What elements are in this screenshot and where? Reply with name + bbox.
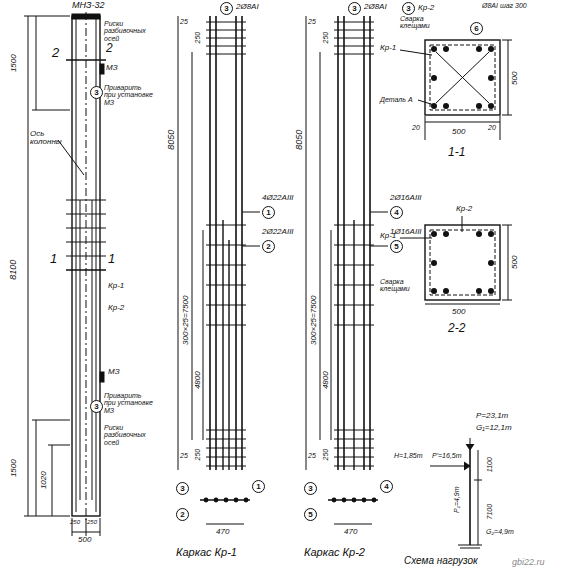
label-text: 2Ø8АI — [364, 3, 387, 11]
callout-number: 5 — [304, 508, 317, 521]
label-text: МНЗ-32 — [72, 1, 105, 10]
label-text: 470 — [216, 528, 229, 536]
dimension-text: 1500 — [10, 54, 18, 72]
label-text: P'=16,5т — [432, 452, 462, 459]
dimension-text: 7100 — [486, 504, 493, 520]
dimension-text: 1100 — [486, 457, 493, 472]
cage-kr1 — [178, 16, 260, 524]
label-text: 20 — [488, 124, 496, 131]
dimension-text: 300×25=7500 — [310, 295, 318, 344]
label-text: 500 — [78, 536, 91, 544]
callout-number: 3 — [176, 482, 189, 495]
label-text: 25 — [180, 18, 188, 25]
label-text: Каркас Кр-1 — [176, 547, 237, 559]
label-text: Каркас Кр-2 — [304, 547, 365, 559]
note-text: Ø8АI шаг 300 — [482, 2, 542, 9]
callout-number: 4 — [390, 206, 403, 219]
label-text: 2Ø22АIII — [262, 228, 294, 236]
dimension-text: Р₁=4,9т — [452, 487, 459, 514]
callout-number: 3 — [220, 2, 233, 15]
label-text: 4Ø22АIII — [262, 194, 294, 202]
column-elevation — [24, 12, 106, 536]
dimension-text: 4800 — [322, 371, 330, 389]
dimension-text: 500 — [512, 255, 520, 268]
dimension-text: 8100 — [9, 260, 18, 280]
label-text: Кр-2 — [456, 205, 472, 213]
label-text: МЗ — [108, 368, 120, 376]
label-text: Схема нагрузок — [404, 556, 478, 567]
label-text: 250 — [70, 519, 80, 525]
dimension-text: 500 — [512, 71, 520, 84]
label-text: Кр-1 — [380, 44, 396, 52]
label-text: 25 — [308, 452, 316, 459]
label-text: Кр-1 — [380, 232, 396, 240]
label-text: 2Ø8АI — [236, 3, 259, 11]
label-text: Кр-2 — [108, 304, 124, 312]
dimension-text: 4800 — [194, 371, 202, 389]
stirrups — [66, 22, 374, 466]
callout-number: 3 — [90, 400, 103, 413]
note-text: Риски разбивочных осей — [104, 424, 158, 446]
callout-number: 4 — [380, 480, 393, 493]
label-text: 1-1 — [448, 146, 465, 159]
note-text: Ось колонны — [30, 130, 62, 147]
callout-number: 1 — [252, 480, 265, 493]
label-text: 500 — [452, 128, 465, 136]
label-text: 250 — [87, 519, 97, 525]
dimension-text: 250 — [194, 32, 201, 44]
dimension-text: 250 — [322, 449, 329, 461]
note-text: Сварка клещами — [400, 15, 446, 30]
label-text: G₁=12,1т — [476, 424, 512, 432]
label-text: Кр-1 — [108, 282, 124, 290]
label-text: 2 — [52, 46, 59, 60]
callout-number: 2 — [176, 508, 189, 521]
label-text: МЗ — [106, 64, 118, 72]
label-text: 2-2 — [448, 322, 465, 335]
callout-number: 2 — [262, 240, 275, 253]
dimension-text: 8050 — [167, 130, 176, 150]
callout-number: 3 — [348, 2, 361, 15]
label-text: 1 — [50, 252, 57, 266]
note-text: Риски разбивочных осей — [104, 20, 158, 42]
callout-number: 5 — [390, 240, 403, 253]
dimension-text: 250 — [194, 449, 201, 461]
dimension-text: 300×25=7500 — [182, 295, 190, 344]
label-text: P=23,1т — [476, 412, 508, 420]
label-text: 20 — [412, 124, 420, 131]
callout-number: 3 — [402, 2, 415, 15]
label-text: 25 — [308, 18, 316, 25]
note-text: Приварить при установке МЗ — [104, 84, 154, 106]
callout-number: 3 — [90, 86, 103, 99]
load-scheme — [430, 438, 482, 548]
cage-kr2 — [306, 16, 388, 524]
callout-number: 1 — [262, 206, 275, 219]
note-text: Сварка клещами — [380, 278, 422, 293]
label-text: Кр-2 — [418, 4, 434, 12]
label-text: 1 — [108, 252, 115, 266]
label-text: 2Ø16АIII — [390, 194, 422, 202]
label-text: gbi22.ru — [512, 558, 545, 567]
dimension-text: 1500 — [10, 459, 18, 477]
note-text: Деталь А — [380, 96, 422, 103]
label-text: G₂=4,9т — [486, 528, 514, 535]
note-text: Приварить при установке МЗ — [104, 392, 154, 414]
label-text: 25 — [180, 452, 188, 459]
dimension-text: 250 — [322, 32, 329, 44]
dimension-text: 1020 — [40, 471, 48, 489]
callout-number: 6 — [470, 22, 483, 35]
label-text: 500 — [452, 308, 465, 316]
label-text: 2 — [106, 42, 113, 55]
label-text: Н=1,85т — [394, 452, 423, 459]
rebar-dots — [204, 46, 494, 502]
section-1-1 — [400, 40, 512, 140]
dimension-text: 8050 — [295, 130, 304, 150]
label-text: 470 — [344, 528, 357, 536]
callout-number: 3 — [304, 482, 317, 495]
